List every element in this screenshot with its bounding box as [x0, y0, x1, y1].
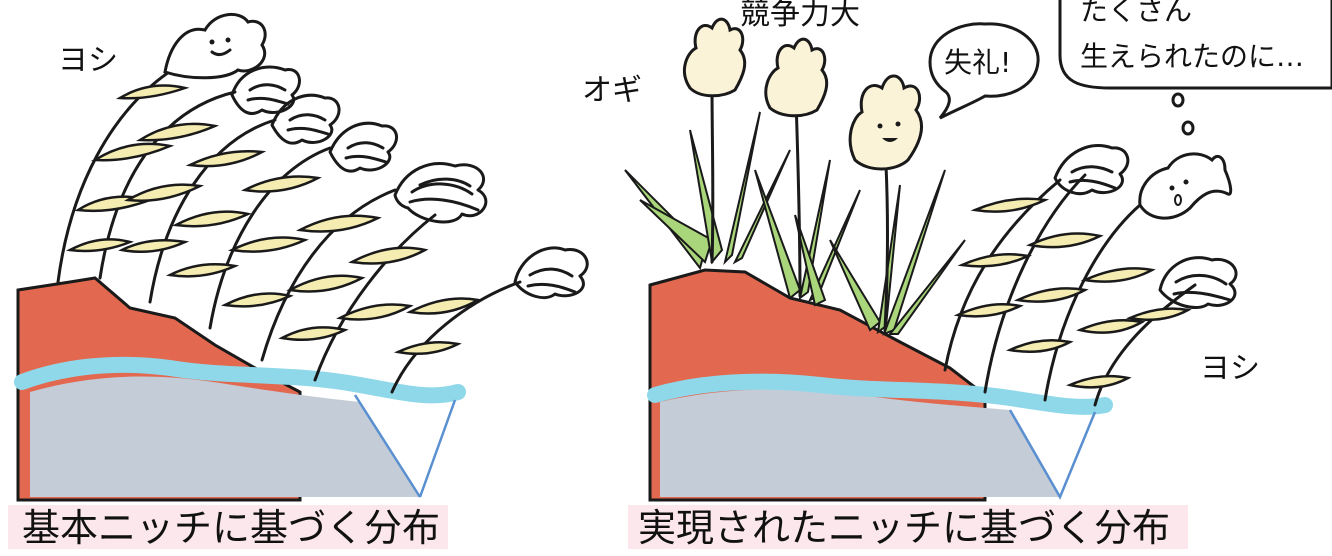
left-caption: 基本ニッチに基づく分布 — [22, 506, 440, 550]
right-panel: たくさん 生えられたのに… 失礼! オギ 競争力大 ヨシ 実現されたニッチに基づ… — [582, 0, 1332, 550]
thought-dots — [1173, 94, 1193, 134]
ogi-label: オギ — [582, 73, 642, 108]
speech-text: 失礼! — [944, 46, 1011, 79]
left-panel: ヨシ 基本ニッチに基づく分布 — [8, 14, 587, 550]
thought-line-1: たくさん — [1080, 0, 1192, 27]
sad-reed-plume — [1140, 154, 1231, 218]
right-yoshi-label: ヨシ — [1200, 351, 1260, 386]
ogi-smiling-plume — [850, 76, 921, 169]
ogi-plumes — [684, 19, 921, 169]
left-water-body — [30, 377, 420, 497]
right-water-body — [660, 389, 1060, 497]
thought-line-2: 生えられたのに… — [1080, 40, 1304, 73]
strength-label: 競争力大 — [740, 0, 860, 32]
left-yoshi-label: ヨシ — [58, 43, 118, 78]
smiling-reed-plume — [165, 14, 265, 77]
right-caption: 実現されたニッチに基づく分布 — [638, 506, 1170, 550]
